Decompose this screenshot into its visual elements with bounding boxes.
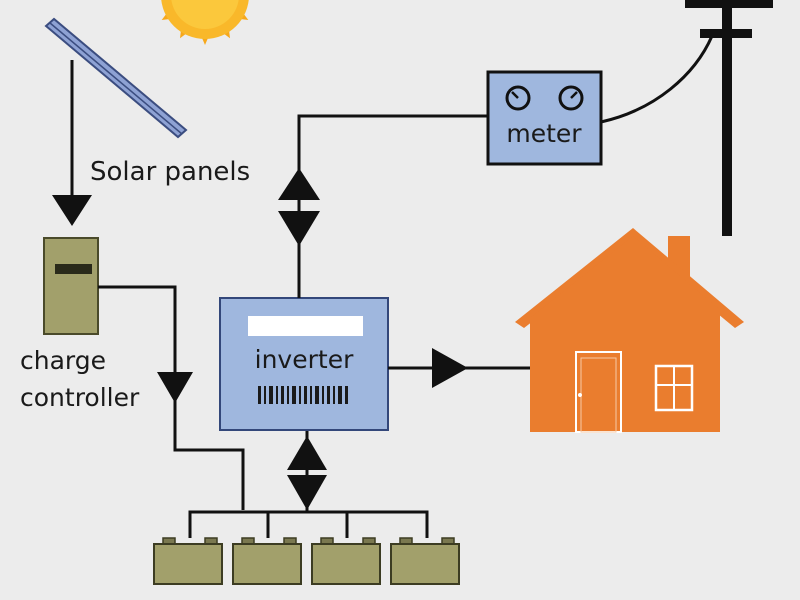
arrow-right-icon	[432, 348, 468, 388]
meter-to-pole-wire	[600, 35, 714, 124]
arrow-up-icon	[278, 168, 320, 200]
meter-icon	[486, 70, 603, 166]
charge-controller-icon	[43, 237, 99, 335]
house-icon	[515, 228, 744, 433]
arrow-down-icon	[278, 211, 320, 246]
meter-label: meter	[506, 119, 582, 148]
arrow-down-icon	[52, 195, 92, 226]
battery-bank	[153, 537, 460, 585]
battery-icon	[232, 537, 302, 585]
battery-icon	[311, 537, 381, 585]
inverter-icon	[219, 297, 389, 431]
solar-panels-label: Solar panels	[90, 157, 250, 187]
inverter-to-house-wire	[388, 348, 530, 388]
solar-panel-icon	[44, 17, 188, 139]
charge-label-line1: charge	[20, 346, 106, 375]
inverter-label: inverter	[255, 345, 354, 374]
controller-label-line2: controller	[20, 383, 140, 412]
utility-pole-icon	[685, 0, 773, 236]
inverter-to-meter-wire	[278, 114, 488, 298]
panel-to-controller-wire	[52, 60, 92, 226]
sun-icon	[155, 0, 255, 45]
battery-icon	[153, 537, 223, 585]
controller-to-battery-wire	[98, 285, 245, 510]
arrow-down-icon	[157, 372, 193, 403]
battery-icon	[390, 537, 460, 585]
bidirectional-arrow-icon	[287, 436, 327, 510]
